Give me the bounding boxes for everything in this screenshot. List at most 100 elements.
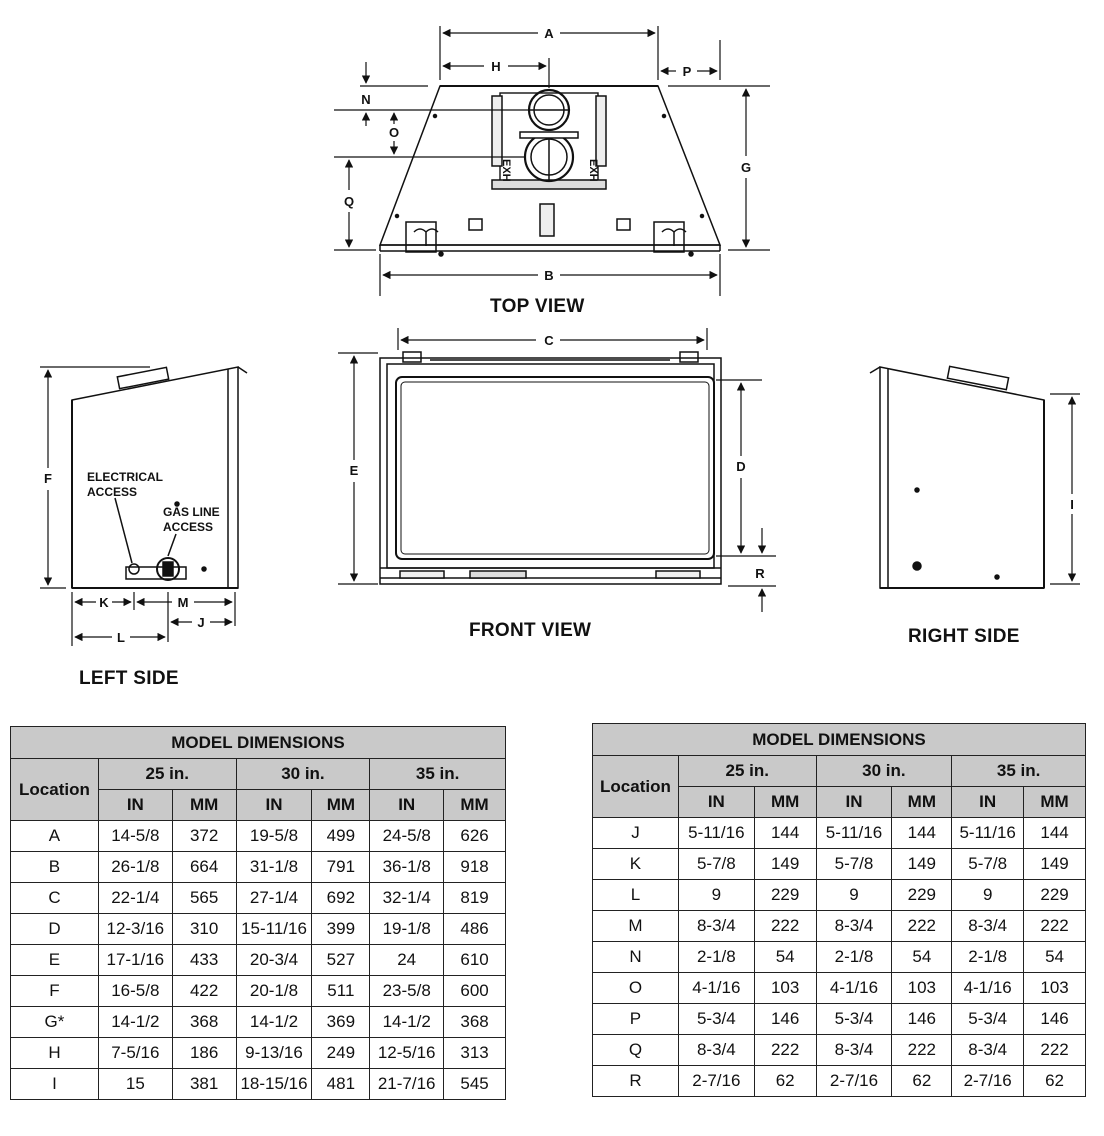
location-cell: B bbox=[10, 851, 99, 883]
value-cell: 62 bbox=[891, 1065, 953, 1097]
location-header: Location bbox=[10, 758, 99, 821]
unit-header: MM bbox=[171, 789, 237, 821]
value-cell: 103 bbox=[891, 972, 953, 1004]
unit-header: IN bbox=[951, 786, 1025, 818]
group-header: 30 in. bbox=[815, 755, 953, 787]
value-cell: 103 bbox=[753, 972, 817, 1004]
value-cell: 149 bbox=[753, 848, 817, 880]
value-cell: 32-1/4 bbox=[369, 882, 445, 914]
gas-line-access-label-line1: GAS LINE bbox=[163, 505, 220, 519]
dimension-table-2: MODEL DIMENSIONS Location 25 in. 30 in. … bbox=[592, 723, 1086, 1097]
value-cell: 14-1/2 bbox=[235, 1006, 313, 1038]
value-cell: 8-3/4 bbox=[677, 1034, 755, 1066]
value-cell: 545 bbox=[443, 1068, 506, 1100]
value-cell: 222 bbox=[891, 1034, 953, 1066]
value-cell: 31-1/8 bbox=[235, 851, 313, 883]
value-cell: 5-7/8 bbox=[677, 848, 755, 880]
value-cell: 222 bbox=[753, 910, 817, 942]
location-cell: K bbox=[592, 848, 679, 880]
front-view-dimensions bbox=[338, 328, 776, 612]
value-cell: 22-1/4 bbox=[97, 882, 173, 914]
value-cell: 62 bbox=[1023, 1065, 1086, 1097]
value-cell: 9 bbox=[815, 879, 893, 911]
table-title: MODEL DIMENSIONS bbox=[592, 723, 1086, 756]
location-cell: D bbox=[10, 913, 99, 945]
value-cell: 5-3/4 bbox=[677, 1003, 755, 1035]
value-cell: 8-3/4 bbox=[677, 910, 755, 942]
location-cell: Q bbox=[592, 1034, 679, 1066]
value-cell: 222 bbox=[753, 1034, 817, 1066]
top-view-drawing bbox=[378, 85, 722, 257]
dim-label-o: O bbox=[389, 125, 399, 140]
group-header: 35 in. bbox=[369, 758, 506, 790]
electrical-access-label-line2: ACCESS bbox=[87, 485, 137, 499]
dim-label-j: J bbox=[197, 615, 204, 630]
table-unit-row: IN MM IN MM IN MM bbox=[593, 786, 1086, 818]
location-cell: A bbox=[10, 820, 99, 852]
value-cell: 27-1/4 bbox=[235, 882, 313, 914]
value-cell: 511 bbox=[311, 975, 371, 1007]
dimension-table-1: MODEL DIMENSIONS Location 25 in. 30 in. … bbox=[10, 726, 506, 1100]
value-cell: 381 bbox=[171, 1068, 237, 1100]
value-cell: 4-1/16 bbox=[951, 972, 1025, 1004]
value-cell: 14-1/2 bbox=[369, 1006, 445, 1038]
value-cell: 4-1/16 bbox=[677, 972, 755, 1004]
dim-label-b: B bbox=[544, 268, 553, 283]
unit-header: MM bbox=[311, 789, 371, 821]
value-cell: 310 bbox=[171, 913, 237, 945]
table-group-row: Location 25 in. 30 in. 35 in. bbox=[592, 755, 1086, 818]
value-cell: 4-1/16 bbox=[815, 972, 893, 1004]
top-view-title: TOP VIEW bbox=[490, 296, 585, 317]
dim-label-p: P bbox=[683, 64, 692, 79]
value-cell: 2-7/16 bbox=[815, 1065, 893, 1097]
value-cell: 149 bbox=[891, 848, 953, 880]
value-cell: 2-7/16 bbox=[951, 1065, 1025, 1097]
value-cell: 20-1/8 bbox=[235, 975, 313, 1007]
value-cell: 368 bbox=[443, 1006, 506, 1038]
location-cell: C bbox=[10, 882, 99, 914]
value-cell: 144 bbox=[891, 817, 953, 849]
dim-label-f: F bbox=[44, 471, 52, 486]
value-cell: 36-1/8 bbox=[369, 851, 445, 883]
unit-header: IN bbox=[677, 786, 755, 818]
exh-label-right: EXH bbox=[587, 159, 599, 182]
value-cell: 5-7/8 bbox=[951, 848, 1025, 880]
exh-label-left: EXH bbox=[500, 159, 512, 182]
value-cell: 9 bbox=[677, 879, 755, 911]
value-cell: 8-3/4 bbox=[815, 910, 893, 942]
front-view-title: FRONT VIEW bbox=[469, 620, 592, 641]
table-group-row: Location 25 in. 30 in. 35 in. bbox=[10, 758, 506, 821]
value-cell: 146 bbox=[1023, 1003, 1086, 1035]
value-cell: 2-1/8 bbox=[951, 941, 1025, 973]
dim-label-m: M bbox=[178, 595, 189, 610]
value-cell: 499 bbox=[311, 820, 371, 852]
value-cell: 8-3/4 bbox=[951, 1034, 1025, 1066]
location-cell: G* bbox=[10, 1006, 99, 1038]
left-side-title: LEFT SIDE bbox=[79, 668, 179, 689]
value-cell: 481 bbox=[311, 1068, 371, 1100]
location-cell: J bbox=[592, 817, 679, 849]
value-cell: 12-3/16 bbox=[97, 913, 173, 945]
value-cell: 5-11/16 bbox=[815, 817, 893, 849]
unit-header: IN bbox=[97, 789, 173, 821]
right-side-title: RIGHT SIDE bbox=[908, 626, 1020, 647]
value-cell: 8-3/4 bbox=[815, 1034, 893, 1066]
unit-header: MM bbox=[443, 789, 506, 821]
unit-header: MM bbox=[753, 786, 817, 818]
value-cell: 9 bbox=[951, 879, 1025, 911]
value-cell: 565 bbox=[171, 882, 237, 914]
table-title: MODEL DIMENSIONS bbox=[10, 726, 506, 759]
dim-label-l: L bbox=[117, 630, 125, 645]
value-cell: 222 bbox=[1023, 1034, 1086, 1066]
value-cell: 5-3/4 bbox=[951, 1003, 1025, 1035]
value-cell: 16-5/8 bbox=[97, 975, 173, 1007]
